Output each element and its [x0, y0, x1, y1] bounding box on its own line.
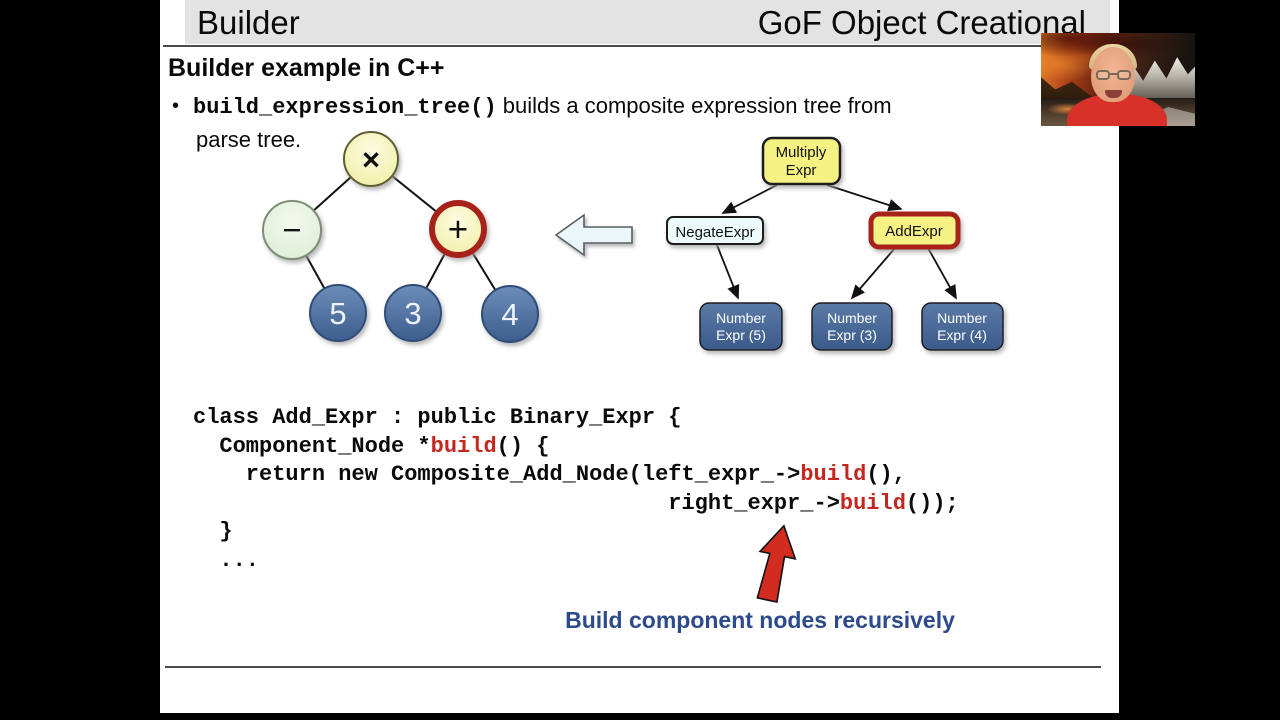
expr-node-number3: Number Expr (3) [811, 302, 893, 351]
bullet-line: • build_expression_tree() builds a compos… [172, 93, 892, 120]
bullet-code-text: build_expression_tree() [193, 95, 497, 120]
tree-edge [927, 247, 957, 300]
expr-node-number5: Number Expr (5) [699, 302, 783, 351]
code-line: right_expr_->build()); [193, 490, 959, 519]
slide-header-bar: Builder GoF Object Creational [185, 0, 1110, 44]
expr-node-negate-label: NegateExpr [675, 224, 754, 241]
up-arrow-shape [756, 524, 797, 603]
parse-node-add-highlighted: + [429, 200, 487, 258]
expression-tree-diagram: Multiply Expr NegateExpr AddExpr Number … [666, 136, 1004, 351]
code-text: right_expr_-> [193, 490, 840, 516]
expr-node-multiply-label2: Expr [786, 162, 817, 179]
code-text: class Add_Expr : public Binary_Expr { [193, 405, 682, 430]
code-text: } [193, 519, 233, 544]
code-text: return new Composite_Add_Node(left_expr_… [193, 462, 801, 487]
parse-node-leaf4-label: 4 [501, 297, 518, 332]
code-line: class Add_Expr : public Binary_Expr { [193, 404, 959, 433]
caption: Build component nodes recursively [565, 607, 955, 633]
code-keyword-build: build [800, 462, 867, 487]
header-rule [163, 45, 1110, 47]
code-text: (), [866, 462, 906, 487]
glasses-bridge [1109, 73, 1118, 75]
parse-tree-diagram: × − + 5 3 4 [262, 131, 539, 343]
expr-node-add-label: AddExpr [885, 223, 943, 240]
webcam-overlay [1041, 33, 1195, 126]
expr-node-number4-label2: Expr (4) [937, 327, 987, 343]
code-block: class Add_Expr : public Binary_Expr { Co… [193, 404, 959, 575]
expr-node-number4: Number Expr (4) [921, 302, 1004, 351]
parse-node-negate: − [262, 200, 322, 260]
code-text: Component_Node * [193, 433, 431, 459]
parse-node-leaf3-label: 3 [404, 296, 421, 331]
presenter-glasses [1096, 70, 1131, 80]
parse-node-multiply: × [343, 131, 399, 187]
glasses-left-lens [1096, 70, 1110, 80]
up-arrow-icon [756, 524, 797, 603]
expr-node-multiply-label1: Multiply [776, 144, 827, 161]
code-text: () { [496, 433, 550, 459]
slide-title: Builder example in C++ [168, 54, 445, 82]
tree-edge [721, 184, 778, 214]
tree-edge [826, 184, 903, 212]
code-keyword-build: build [839, 490, 906, 516]
expr-node-multiply: Multiply Expr [761, 136, 842, 186]
parse-node-multiply-label: × [362, 142, 380, 177]
tree-edge [850, 247, 896, 300]
parse-node-leaf-3: 3 [384, 284, 442, 342]
parse-node-negate-label: − [282, 211, 301, 248]
code-line: } [193, 518, 959, 547]
code-line: Component_Node *build() { [193, 433, 959, 462]
parse-node-leaf5-label: 5 [329, 296, 346, 331]
bullet-marker: • [172, 95, 180, 117]
slide: Builder GoF Object Creational Builder ex… [160, 0, 1119, 713]
bottom-rule [165, 666, 1101, 668]
expr-node-number4-label1: Number [937, 310, 987, 326]
tree-edge [716, 244, 740, 300]
parse-node-leaf-5: 5 [309, 284, 367, 342]
expr-node-negate: NegateExpr [666, 216, 764, 245]
parse-node-add-label: + [448, 210, 468, 249]
code-keyword-build: build [430, 433, 497, 459]
header-title-left: Builder [197, 4, 300, 41]
expr-node-number5-label2: Expr (5) [716, 327, 766, 343]
bullet-text: builds a composite expression tree from [496, 93, 892, 118]
glasses-right-lens [1117, 70, 1131, 80]
header-title-right: GoF Object Creational [757, 4, 1086, 41]
code-line: return new Composite_Add_Node(left_expr_… [193, 461, 959, 490]
parse-node-leaf-4: 4 [481, 285, 539, 343]
code-text: ()); [905, 490, 959, 516]
expr-node-number3-label1: Number [827, 310, 877, 326]
code-text: ... [193, 547, 260, 573]
left-arrow-icon [554, 213, 633, 257]
presenter-mouth [1105, 90, 1122, 98]
expr-node-number3-label2: Expr (3) [827, 327, 877, 343]
expr-node-number5-label1: Number [716, 310, 766, 326]
code-line: ... [193, 547, 959, 576]
expr-tree-edges [716, 184, 957, 300]
bullet-text-line2: parse tree. [196, 127, 302, 152]
expr-node-add-highlighted: AddExpr [868, 211, 961, 250]
left-arrow-shape [554, 213, 633, 257]
